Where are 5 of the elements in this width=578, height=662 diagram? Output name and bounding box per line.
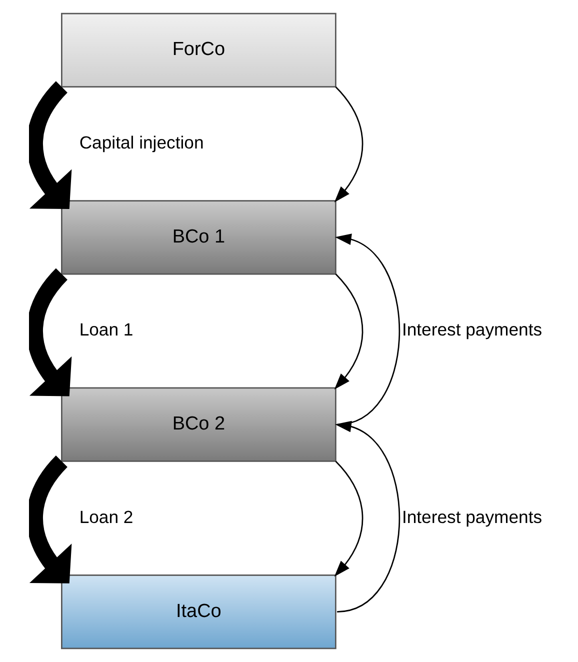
edge-label: Loan 2	[78, 506, 133, 527]
edge-label: Interest payments	[401, 320, 542, 340]
edge-label: Capital injection	[78, 132, 204, 152]
edge-label: Interest payments	[401, 506, 542, 527]
edge-label: Loan 1	[78, 320, 133, 340]
